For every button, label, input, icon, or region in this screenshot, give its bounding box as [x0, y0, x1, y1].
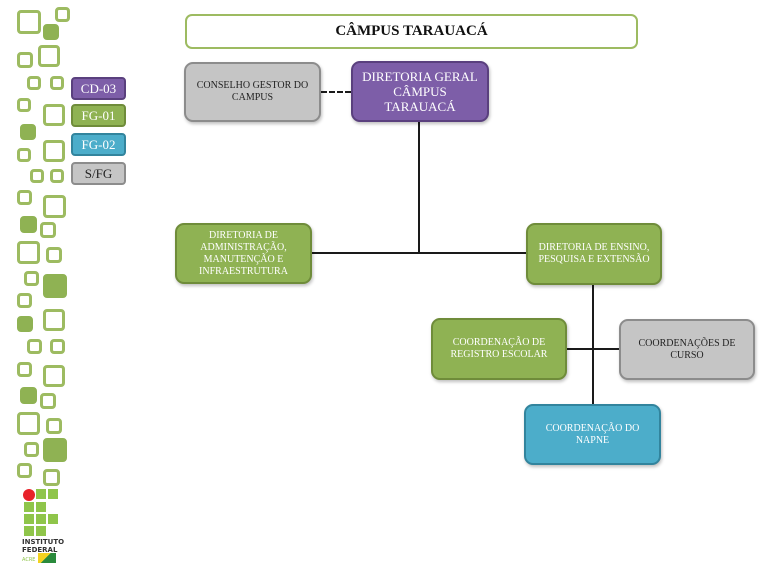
decor-square: [43, 309, 65, 331]
decor-square: [24, 271, 39, 286]
decor-square: [55, 7, 70, 22]
logo-square: [36, 526, 46, 536]
connector-line: [592, 285, 594, 405]
decor-square: [43, 140, 65, 162]
decor-square: [24, 442, 39, 457]
node-label: DIRETORIA DE ENSINO, PESQUISA E EXTENSÃO: [538, 242, 650, 265]
legend-s-fg: S/FG: [71, 162, 126, 185]
decor-square: [17, 52, 33, 68]
node-diretoria-geral[interactable]: DIRETORIA GERAL CÂMPUS TARAUACÁ: [351, 61, 489, 122]
decor-square: [50, 76, 64, 90]
logo-square: [36, 489, 46, 499]
decor-square: [43, 24, 59, 40]
logo-text-acre: ACRE: [22, 557, 36, 563]
node-label: DIRETORIA DE ADMINISTRAÇÃO, MANUTENÇÃO E…: [199, 229, 288, 277]
logo-square: [24, 526, 34, 536]
logo-square: [24, 514, 34, 524]
node-coordenacao-registro-escolar[interactable]: COORDENAÇÃO DE REGISTRO ESCOLAR: [431, 318, 567, 380]
decor-square: [17, 316, 33, 332]
node-label: CONSELHO GESTOR DO CAMPUS: [196, 80, 309, 103]
logo-square: [48, 489, 58, 499]
decor-square: [17, 241, 40, 264]
decor-square: [17, 98, 31, 112]
decor-square: [20, 216, 37, 233]
connector-line: [567, 348, 619, 350]
legend-fg-02: FG-02: [71, 133, 126, 156]
decor-square: [50, 169, 64, 183]
decor-square: [17, 463, 32, 478]
logo-square: [24, 502, 34, 512]
node-label: DIRETORIA GERAL CÂMPUS TARAUACÁ: [362, 69, 478, 114]
logo-red-dot: [23, 489, 35, 501]
decor-square: [43, 365, 65, 387]
decor-square: [43, 438, 67, 462]
node-label: COORDENAÇÕES DE CURSO: [638, 337, 736, 361]
connector-line: [312, 252, 526, 254]
decor-square: [20, 387, 37, 404]
decor-square: [43, 274, 67, 298]
logo-square: [36, 514, 46, 524]
decor-square: [43, 195, 66, 218]
decor-square: [40, 393, 56, 409]
decor-square: [17, 412, 40, 435]
decor-square: [43, 104, 65, 126]
decor-square: [17, 362, 32, 377]
decor-square: [20, 124, 36, 140]
legend-fg-01: FG-01: [71, 104, 126, 127]
decor-square: [17, 10, 41, 34]
legend-cd-03: CD-03: [71, 77, 126, 100]
decor-square: [17, 293, 32, 308]
node-coordenacao-napne[interactable]: COORDENAÇÃO DO NAPNE: [524, 404, 661, 465]
decor-square: [30, 169, 44, 183]
connector-line: [418, 122, 420, 253]
logo-square: [36, 502, 46, 512]
logo-square: [48, 514, 58, 524]
decor-square: [17, 148, 31, 162]
node-label: COORDENAÇÃO DO NAPNE: [545, 422, 640, 446]
acre-flag-icon: [38, 553, 56, 563]
decor-square: [27, 339, 42, 354]
node-coordenacoes-curso[interactable]: COORDENAÇÕES DE CURSO: [619, 319, 755, 380]
decor-square: [40, 222, 56, 238]
connector-dashed: [321, 91, 351, 93]
node-label: COORDENAÇÃO DE REGISTRO ESCOLAR: [450, 337, 548, 360]
node-diretoria-ensino[interactable]: DIRETORIA DE ENSINO, PESQUISA E EXTENSÃO: [526, 223, 662, 285]
node-diretoria-administracao[interactable]: DIRETORIA DE ADMINISTRAÇÃO, MANUTENÇÃO E…: [175, 223, 312, 284]
decor-square: [50, 339, 65, 354]
decor-square: [27, 76, 41, 90]
decor-square: [46, 418, 62, 434]
logo-text-instituto: INSTITUTO: [22, 538, 65, 546]
decor-square: [17, 190, 32, 205]
decor-square: [38, 45, 60, 67]
decor-square: [46, 247, 62, 263]
node-conselho-gestor[interactable]: CONSELHO GESTOR DO CAMPUS: [184, 62, 321, 122]
page-title: CÂMPUS TARAUACÁ: [185, 14, 638, 49]
decor-square: [43, 469, 60, 486]
logo-text-federal: FEDERAL: [22, 546, 58, 554]
